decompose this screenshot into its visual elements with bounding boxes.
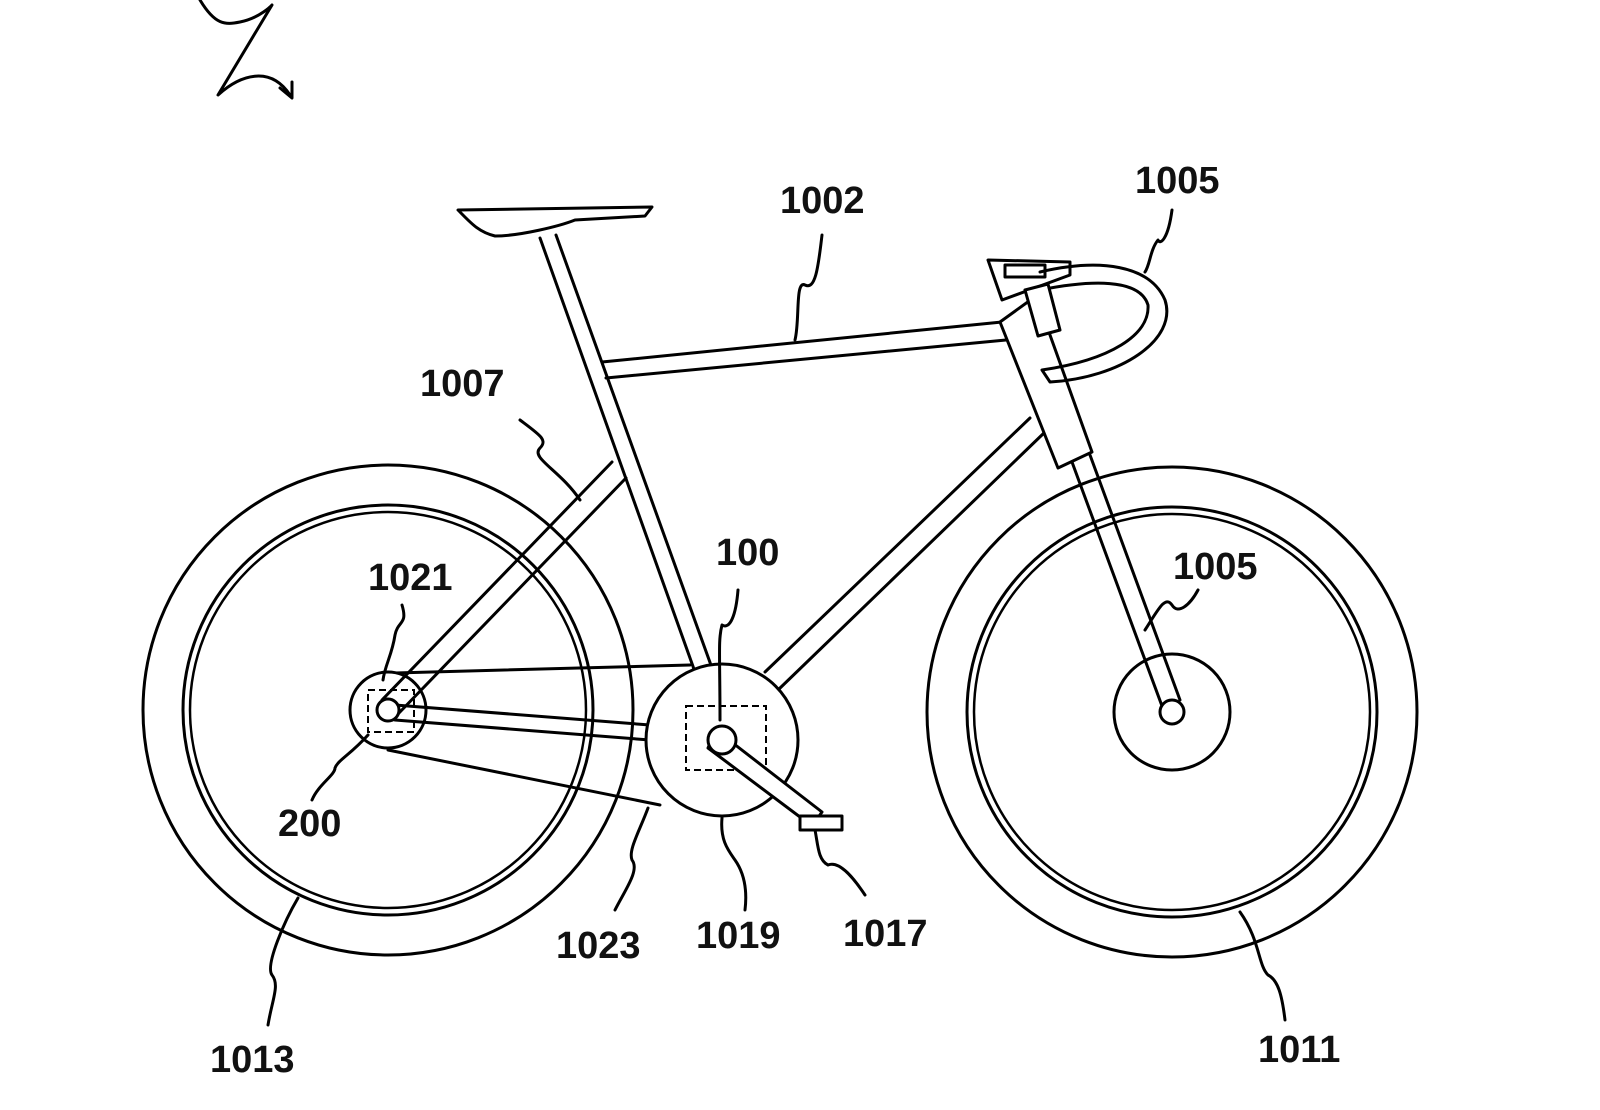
front-axle (1158, 698, 1186, 726)
rear-wheel (141, 463, 635, 957)
label-1021: 1021 (368, 557, 453, 599)
label-1013: 1013 (210, 1039, 295, 1081)
drive-unit-box (685, 705, 767, 771)
pedal (798, 814, 844, 832)
label-1023: 1023 (556, 925, 641, 967)
frame (380, 233, 1182, 742)
label-1005-fork: 1005 (1173, 546, 1258, 588)
label-100: 100 (716, 532, 779, 574)
label-1019: 1019 (696, 915, 781, 957)
handlebar (986, 258, 1169, 384)
label-1007: 1007 (420, 363, 505, 405)
figure-reference-arrow (198, 0, 294, 100)
front-wheel (925, 465, 1419, 959)
label-1011: 1011 (1258, 1029, 1340, 1071)
label-1002: 1002 (780, 180, 865, 222)
chain (386, 663, 692, 807)
label-1005-handlebar: 1005 (1135, 160, 1220, 202)
rear-axle (375, 697, 401, 723)
label-1017: 1017 (843, 913, 928, 955)
leader-lines (266, 208, 1287, 1027)
label-200: 200 (278, 803, 341, 845)
bottom-bracket (706, 724, 738, 756)
saddle (456, 205, 654, 238)
